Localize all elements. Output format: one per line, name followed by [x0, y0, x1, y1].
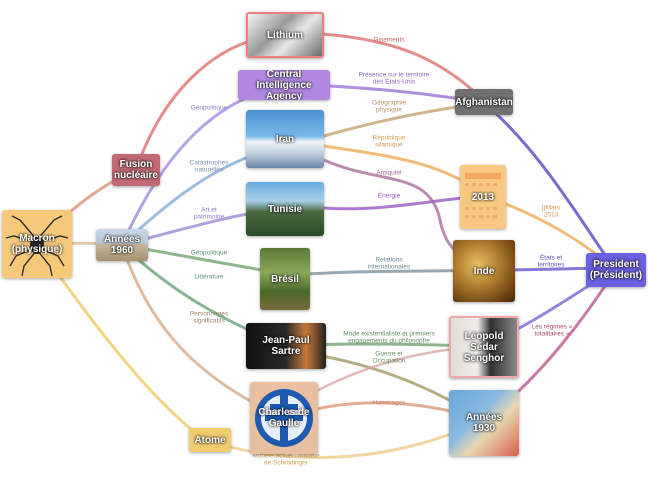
edge-label-personnages: Personnages significatifs [189, 310, 229, 325]
node-label: Tunisie [267, 203, 303, 215]
node-label: Iran [275, 133, 295, 145]
edge-atome-1930 [204, 418, 485, 459]
node-iran[interactable]: Iran [246, 110, 324, 168]
node-label: Léopold Sédar Senghor [463, 330, 505, 364]
node-annees-1930[interactable]: Années 1930 [449, 390, 519, 456]
node-label: Macron (physique) [11, 233, 63, 255]
node-label: Charles de Gaulle [258, 407, 310, 429]
node-cia[interactable]: Central Intelligence Agency [238, 70, 330, 100]
node-inde[interactable]: Inde [453, 240, 515, 302]
edge-label-gisements: Gisements [373, 36, 405, 44]
cross-of-lorraine-icon [255, 389, 313, 447]
node-label: Années 1960 [103, 234, 141, 256]
node-label: Inde [473, 265, 495, 277]
edge-label-hommages: Hommages [372, 399, 406, 407]
edge-label-geopolitique1: Géopolitique [190, 104, 228, 112]
edge-afghanistan-president [483, 101, 616, 269]
edge-label-regimes: Les régimes « totalitaires » [531, 323, 573, 338]
node-label: Fusion nucléaire [114, 159, 158, 181]
node-annees-1960[interactable]: Années 1960 [96, 229, 148, 261]
node-president[interactable]: President (Président) [586, 253, 646, 287]
node-label: Jean-Paul Sartre [262, 335, 310, 357]
node-2013[interactable]: 2013 [460, 165, 506, 229]
edge-label-presence: Présence sur le territoire des États-Uni… [358, 71, 430, 86]
edge-label-art: Art et patrimoine [193, 206, 225, 221]
calendar-grid-icon [465, 173, 501, 218]
node-label: Brésil [271, 273, 299, 285]
node-label: Atome [194, 434, 226, 446]
edge-label-mars2013: [[Mars 2013 [541, 204, 561, 219]
edge-label-guerre: Guerre et Occupation [372, 350, 406, 365]
node-senghor[interactable]: Léopold Sédar Senghor [449, 316, 519, 378]
node-degaulle[interactable]: Charles de Gaulle [250, 382, 318, 454]
edge-label-modele: Modèle actuel : modèle de Schrödinger [252, 452, 320, 467]
spider-icon [5, 215, 69, 277]
edge-label-geographie: Géographie physique [372, 99, 406, 114]
edge-label-mode: Mode existentialiste et premiers engagem… [343, 330, 435, 345]
edge-label-energie: Énergie [377, 192, 401, 200]
node-label: Années 1930 [465, 412, 503, 434]
node-macron[interactable]: Macron (physique) [2, 210, 72, 278]
node-afghanistan[interactable]: Afghanistan [455, 89, 513, 115]
edge-label-relations: Relations internationales [367, 256, 411, 271]
edge-label-etats: États et territoires [537, 254, 565, 269]
node-label: Lithium [266, 29, 304, 41]
node-label: 2013 [471, 191, 495, 203]
edge-label-catastrophes: Catastrophes naturelles [189, 159, 229, 174]
node-lithium[interactable]: Lithium [246, 12, 324, 58]
node-sartre[interactable]: Jean-Paul Sartre [246, 323, 326, 369]
node-label: Central Intelligence Agency [256, 70, 312, 100]
node-bresil[interactable]: Brésil [260, 248, 310, 310]
node-atome[interactable]: Atome [189, 428, 231, 452]
edge-label-antiquite: Antiquité [376, 169, 402, 177]
node-fusion[interactable]: Fusion nucléaire [112, 154, 160, 186]
edge-label-litterature: Littérature [194, 273, 224, 281]
edge-lithium-afghanistan [321, 32, 486, 102]
node-label: President (Président) [589, 259, 643, 281]
node-label: Afghanistan [455, 96, 513, 108]
edge-label-geopolitique2: Géopolitique [190, 249, 228, 257]
node-tunisie[interactable]: Tunisie [246, 182, 324, 236]
edge-label-republique: République islamique [372, 134, 406, 149]
